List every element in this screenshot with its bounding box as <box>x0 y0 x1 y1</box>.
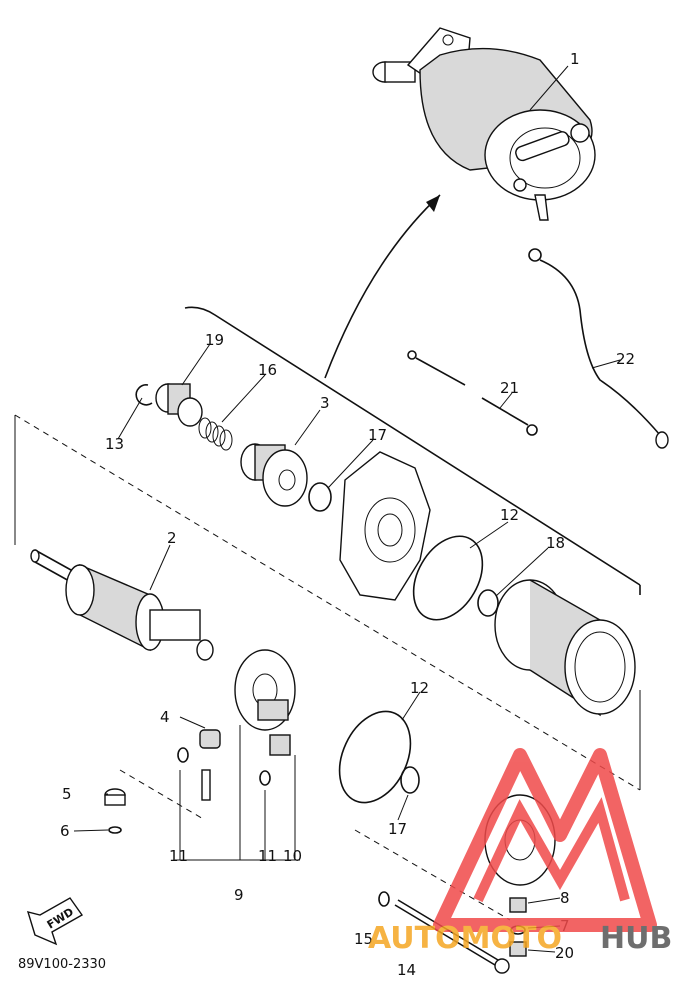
callout-22: 22 <box>616 350 635 368</box>
callout-16: 16 <box>258 361 277 379</box>
part-22-lead-wire <box>528 248 669 449</box>
part-18-oring <box>477 589 499 617</box>
callout-21: 21 <box>500 379 519 397</box>
part-10-brush-holder <box>269 734 291 756</box>
assembly-arrow <box>324 194 441 379</box>
callout-12-lower: 12 <box>410 679 429 697</box>
diagram-code: 89V100-2330 <box>18 957 106 972</box>
callout-17-top: 17 <box>368 426 387 444</box>
part-20-nut <box>509 941 527 957</box>
front-cover <box>339 451 431 601</box>
fwd-arrow-icon: FWD <box>26 897 84 946</box>
part-8-nut <box>509 897 527 913</box>
part-6-washer <box>108 826 122 834</box>
part-15-washer <box>378 891 390 907</box>
callout-9: 9 <box>234 886 244 904</box>
callout-17-lower: 17 <box>388 820 407 838</box>
callout-14: 14 <box>397 961 416 979</box>
leader-lines <box>73 65 621 953</box>
callout-3: 3 <box>320 394 330 412</box>
callout-8: 8 <box>560 889 570 907</box>
logo-text-hub: HUB <box>600 921 672 956</box>
callout-4: 4 <box>160 708 170 726</box>
part-2-armature <box>30 549 214 661</box>
part-4-brush <box>199 729 221 801</box>
callout-5: 5 <box>62 785 72 803</box>
part-16-spring <box>198 417 233 451</box>
callout-6: 6 <box>60 822 70 840</box>
callout-12-top: 12 <box>500 506 519 524</box>
callout-1: 1 <box>570 50 580 68</box>
callout-2: 2 <box>167 529 177 547</box>
part-13-circlip <box>135 384 153 406</box>
callout-15: 15 <box>354 930 373 948</box>
callout-18: 18 <box>546 534 565 552</box>
frame-line-top <box>184 306 641 586</box>
part-5-grommet <box>104 788 126 806</box>
callout-13: 13 <box>105 435 124 453</box>
arrow-head <box>426 195 440 212</box>
callout-10: 10 <box>283 847 302 865</box>
starter-motor-assembly <box>372 27 596 221</box>
dashed-frame-mid <box>14 414 641 791</box>
callout-11-right: 11 <box>258 847 277 865</box>
part-17-oring-top <box>308 482 332 512</box>
automotohub-logo: AUTOMOTO HUB <box>368 748 672 956</box>
callout-19: 19 <box>205 331 224 349</box>
part-19-bushing <box>155 383 203 427</box>
logo-text-automoto: AUTOMOTO <box>368 921 562 956</box>
callout-20: 20 <box>555 944 574 962</box>
part-17-oring-lower <box>400 766 420 794</box>
yoke-housing <box>494 579 636 717</box>
brush-plate <box>234 649 296 756</box>
part-12-oring-top <box>412 535 484 621</box>
part-21-lead <box>407 350 538 436</box>
callout-11-left: 11 <box>169 847 188 865</box>
part-11-washer-left <box>177 747 189 763</box>
part-11-washer-right <box>259 770 271 786</box>
part-12-oring-lower <box>338 710 412 804</box>
part-3-pinion-clutch <box>240 443 308 507</box>
